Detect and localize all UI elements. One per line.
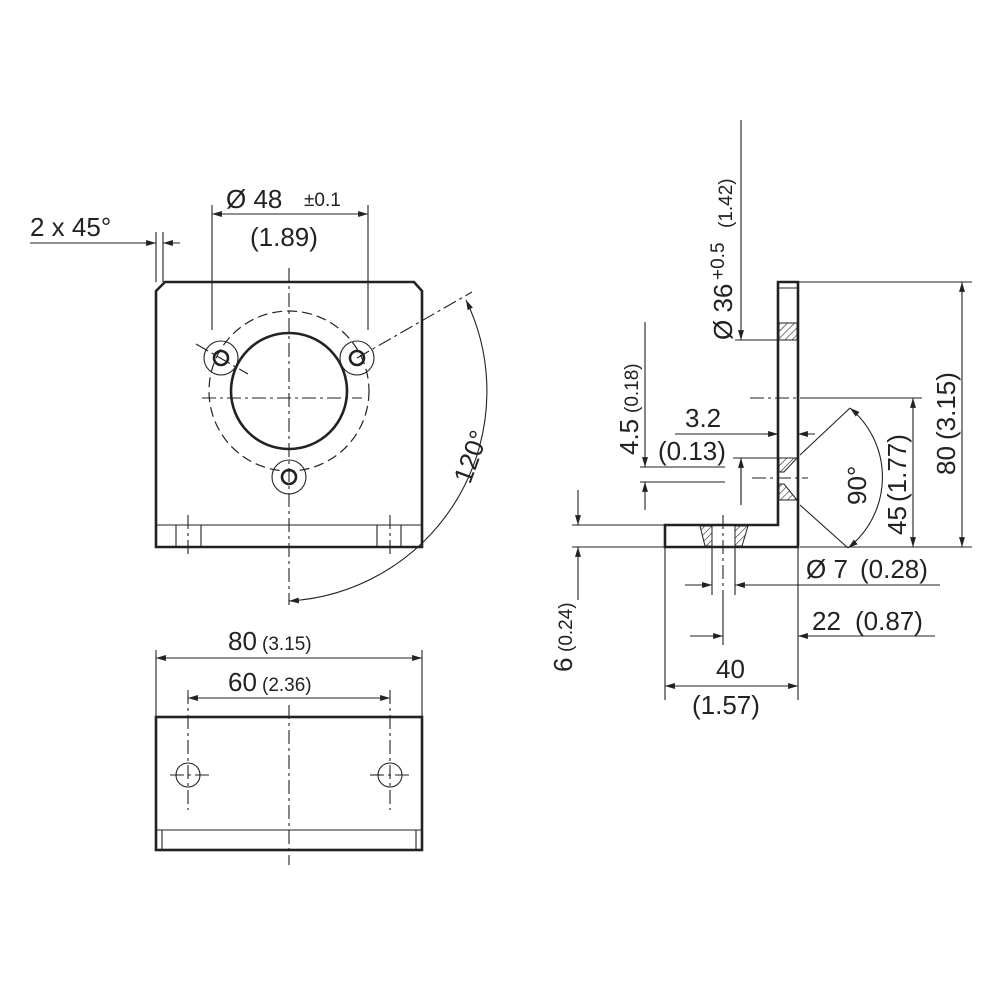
height-inch-label: (3.15)	[931, 372, 961, 440]
thickness-inch-label: (0.13)	[658, 436, 726, 466]
hole-offset-label: 22	[812, 606, 841, 636]
thickness-label: 3.2	[685, 403, 721, 433]
bottom-view: 80 (3.15) 60 (2.36)	[154, 626, 424, 865]
depth-label: 40	[716, 654, 745, 684]
offset-label: 4.5	[614, 419, 644, 455]
offset-inch-label: (0.18)	[622, 363, 643, 413]
front-view: Ø 48 ±0.1 (1.89) 2 x 45° 120°	[30, 184, 494, 605]
center-height-inch-label: (1.77)	[882, 434, 912, 502]
countersink-angle-label: 90°	[842, 466, 872, 505]
chamfer-label: 2 x 45°	[30, 212, 111, 242]
bore-tolerance-label: ±0.1	[304, 190, 341, 211]
hole-diameter-inch-label: (0.28)	[860, 554, 928, 584]
hole-diameter-label: Ø 7	[806, 554, 848, 584]
angle-label: 120°	[447, 426, 494, 487]
base-thickness-label: 6	[548, 658, 578, 672]
base-thickness-inch-label: (0.24)	[556, 602, 577, 652]
bore-inch-label: (1.89)	[250, 222, 318, 252]
width-label: 80	[228, 626, 257, 656]
hole-spacing-label: 60	[228, 667, 257, 697]
height-label: 80	[931, 446, 961, 475]
pcd-inch-label: (1.42)	[716, 178, 737, 228]
pcd-label: Ø 36	[708, 284, 738, 340]
depth-inch-label: (1.57)	[692, 690, 760, 720]
mounting-hole	[203, 340, 239, 376]
width-inch-label: (3.15)	[262, 634, 312, 655]
hole-spacing-inch-label: (2.36)	[262, 675, 312, 696]
pcd-tolerance-label: +0.5	[708, 242, 729, 280]
center-height-label: 45	[882, 506, 912, 535]
bore-diameter-label: Ø 48	[226, 184, 282, 214]
side-view: Ø 36 +0.5 (1.42) 4.5 (0.18) 3.2 (0.13) 9…	[548, 120, 972, 720]
hole-offset-inch-label: (0.87)	[855, 606, 923, 636]
